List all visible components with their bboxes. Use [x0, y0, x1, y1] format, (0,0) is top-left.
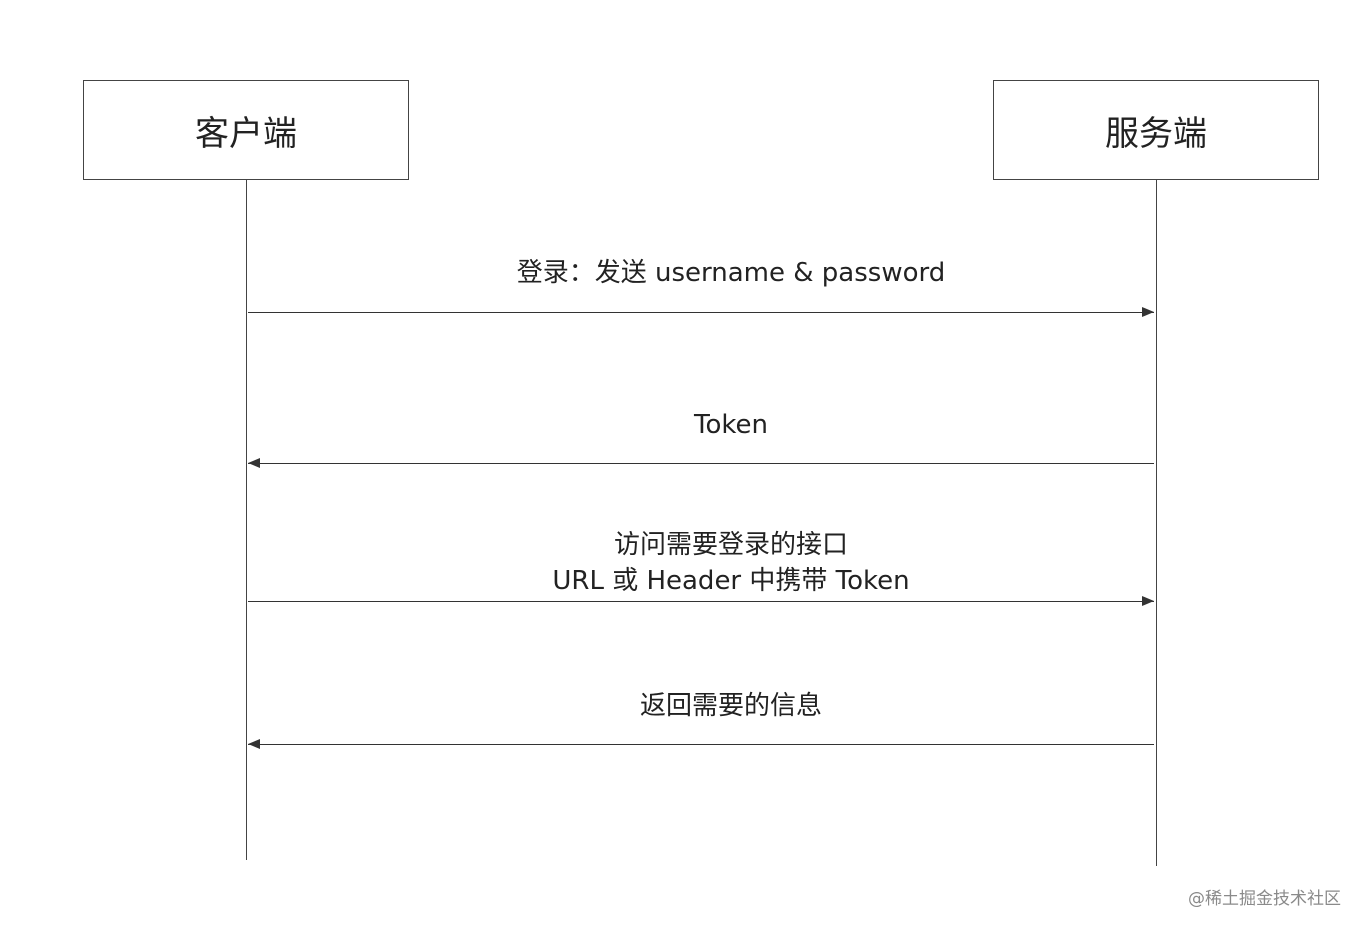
message-token-text: Token: [694, 410, 768, 440]
message-login-label: 登录：发送 username & password: [248, 255, 1214, 291]
message-return-arrow-line: [248, 744, 1154, 745]
message-token-arrowhead: [248, 458, 260, 468]
actor-server-box: 服务端: [993, 80, 1319, 180]
message-return-label: 返回需要的信息: [248, 688, 1214, 724]
message-login-text: 登录：发送 username & password: [516, 258, 946, 288]
watermark: @稀土掘金技术社区: [1188, 889, 1341, 909]
message-access-text-line2: URL 或 Header 中携带 Token: [552, 566, 910, 596]
message-access-arrow-line: [248, 601, 1154, 602]
client-lifeline: [246, 180, 247, 860]
actor-client-label: 客户端: [195, 113, 297, 154]
message-access-text-line1: 访问需要登录的接口: [613, 530, 848, 560]
message-access-label-line2: URL 或 Header 中携带 Token: [248, 563, 1214, 599]
message-access-label-line1: 访问需要登录的接口: [248, 527, 1214, 563]
actor-server-label: 服务端: [1105, 113, 1207, 154]
server-lifeline: [1156, 180, 1157, 866]
message-return-arrowhead: [248, 739, 260, 749]
message-return-text: 返回需要的信息: [639, 691, 822, 721]
message-access-arrowhead: [1142, 596, 1154, 606]
message-login-arrow-line: [248, 312, 1154, 313]
message-token-label: Token: [248, 407, 1214, 443]
message-login-arrowhead: [1142, 307, 1154, 317]
message-token-arrow-line: [248, 463, 1154, 464]
actor-client-box: 客户端: [83, 80, 409, 180]
